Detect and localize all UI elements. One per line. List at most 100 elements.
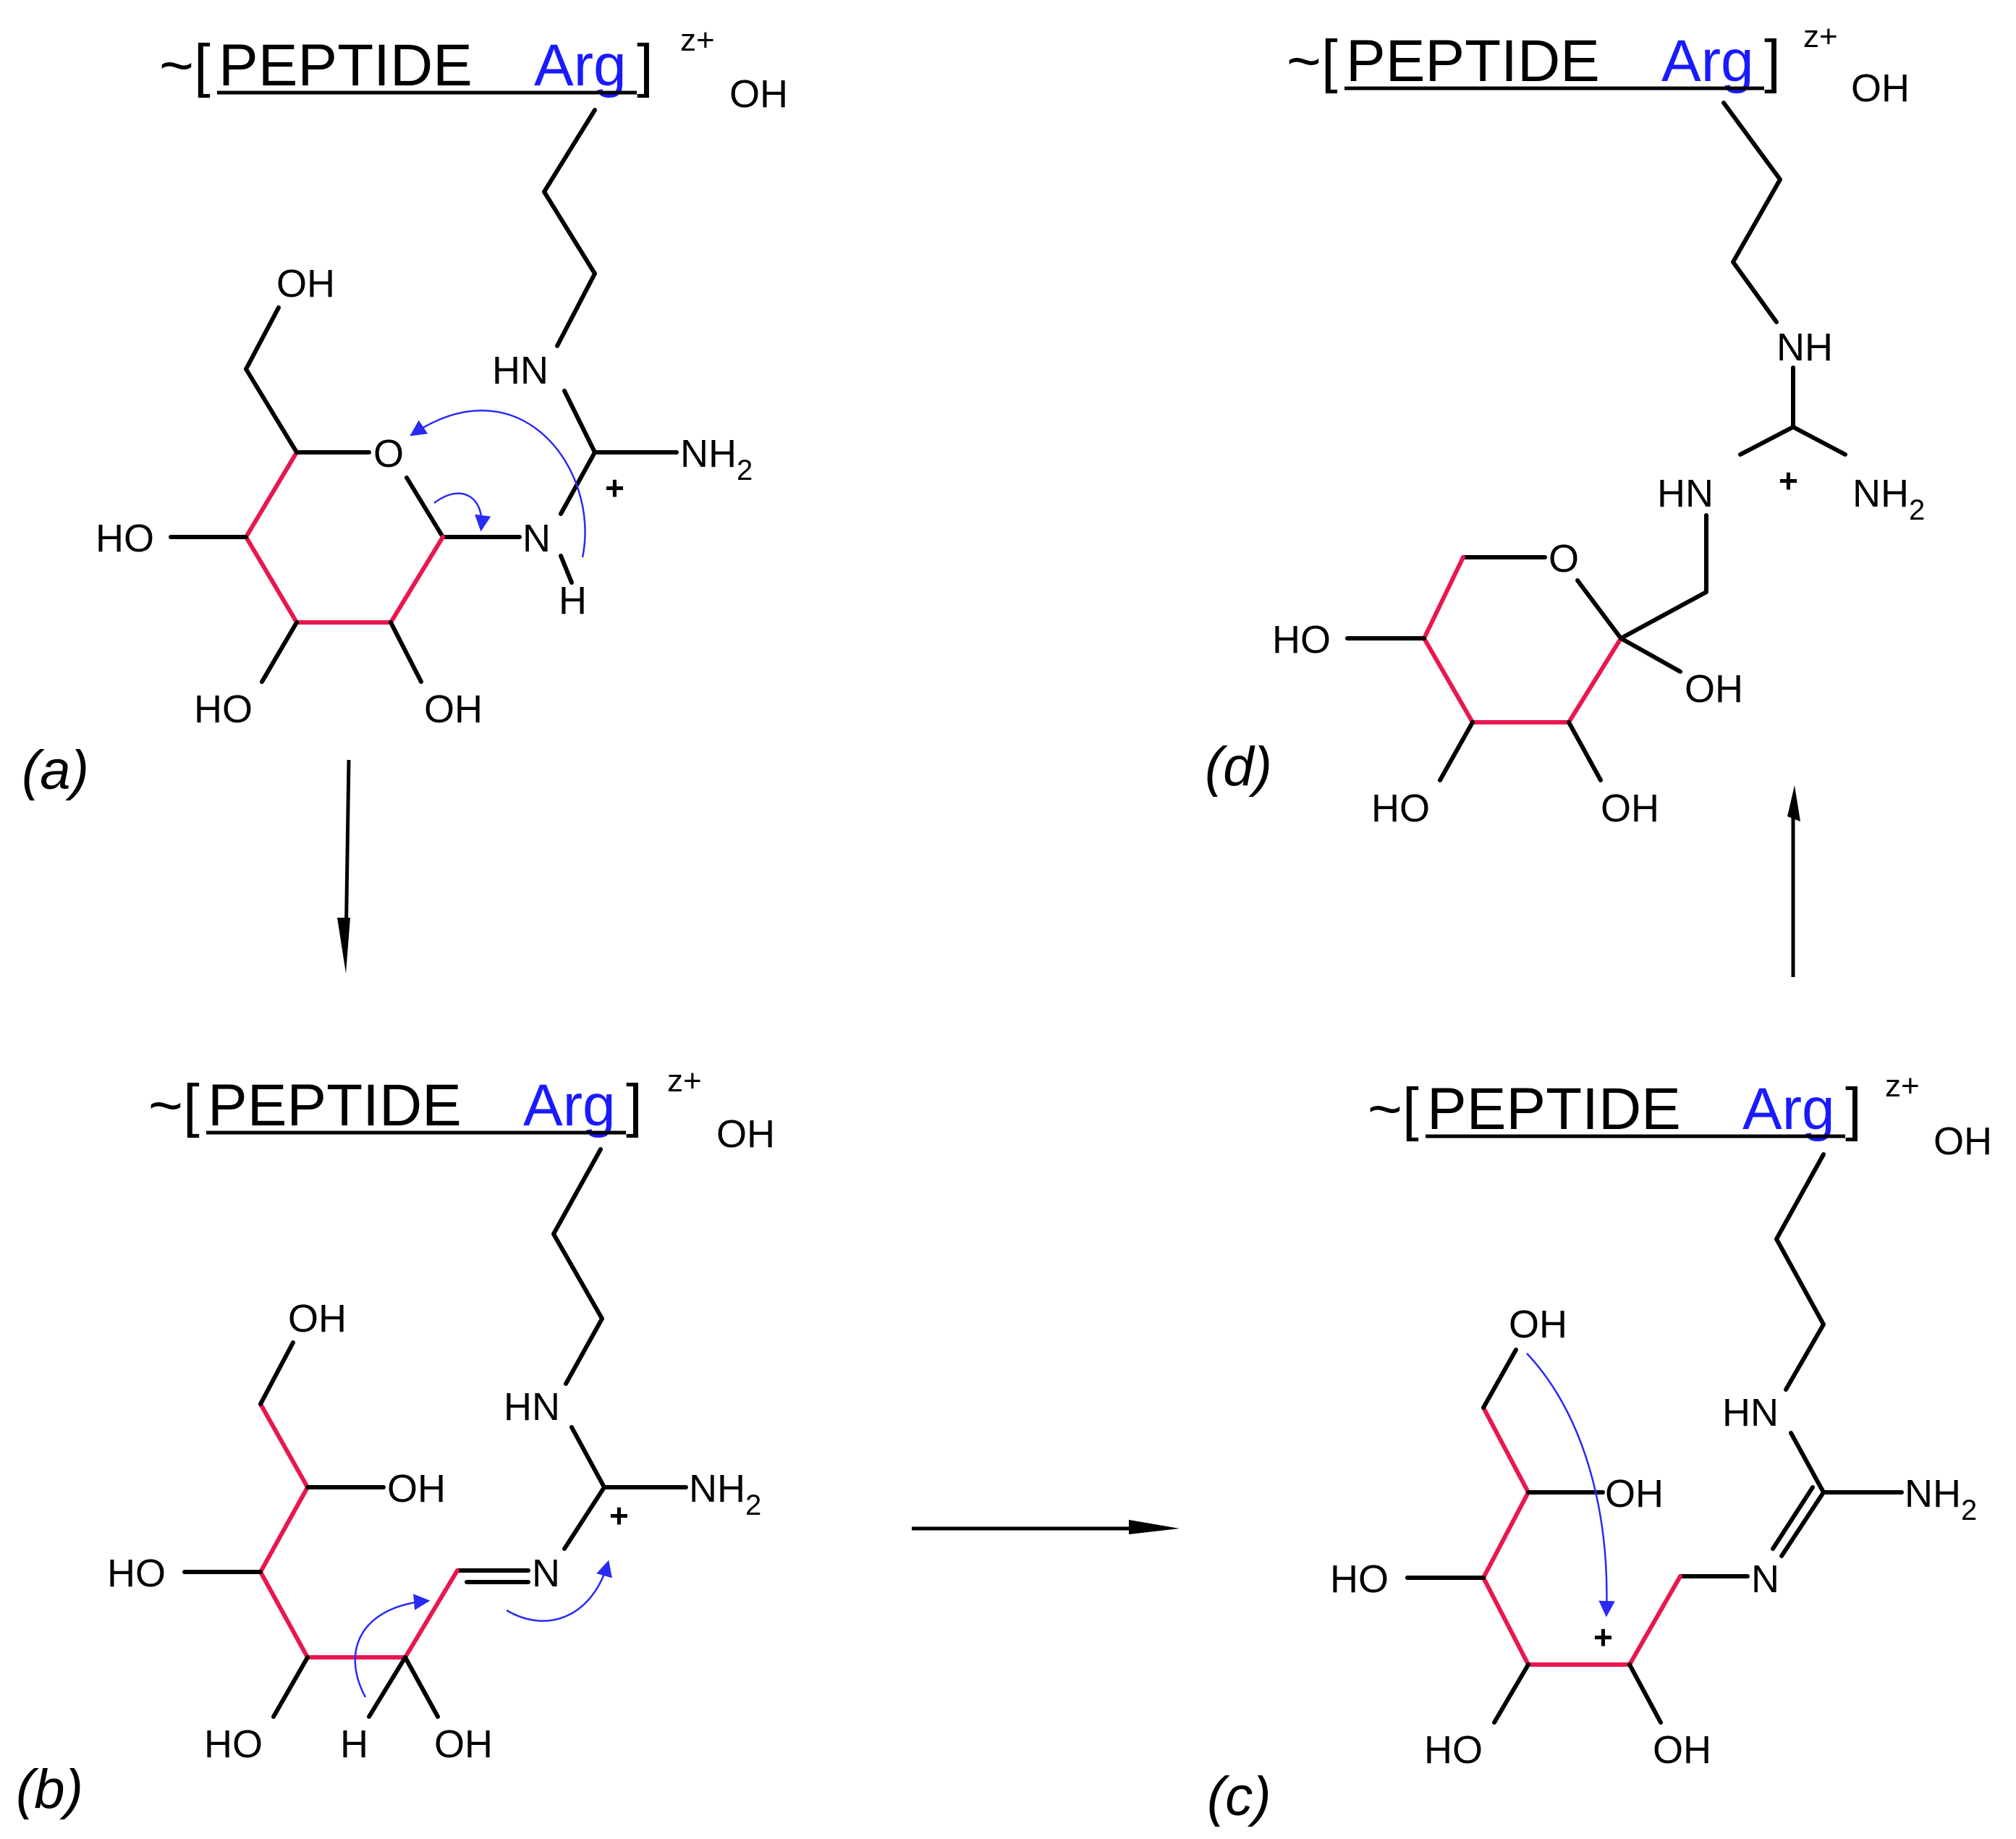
atom-hn: HN [1657, 472, 1714, 515]
arrow-b-to-c-head [1129, 1520, 1179, 1534]
c2-oh-bond [389, 620, 423, 684]
peptide-charge: z+ [667, 1063, 702, 1099]
peptide-header-a: ~ [ PEPTIDE Arg ] z+ OH [159, 22, 788, 116]
ring-o-c1 [405, 475, 445, 539]
open-chain-backbone [258, 1402, 459, 1660]
peptide-tilde: ~ [1368, 1076, 1402, 1142]
peptide-close-bracket: ] [637, 33, 653, 98]
peptide-open-bracket: [ [183, 1073, 200, 1138]
atom-n: N [522, 517, 551, 560]
atom-ho-c4: HO [1371, 787, 1430, 830]
atom-ho-c3: HO [204, 1722, 263, 1766]
peptide-tilde: ~ [148, 1073, 183, 1138]
peptide-close-bracket: ] [1845, 1076, 1862, 1142]
label-b: (b) [16, 1759, 83, 1820]
c2-oh-bond [1619, 636, 1682, 674]
guanidine-plus: + [1779, 462, 1798, 499]
atom-ho-c4: HO [1330, 1557, 1389, 1601]
atom-oh-c6: OH [288, 1297, 347, 1340]
peptide-close-bracket: ] [626, 1073, 643, 1138]
ring-carbon-backbone [1422, 555, 1623, 724]
ch2-oh-bond [1481, 1348, 1518, 1410]
arg-side-chain [1774, 1152, 1826, 1392]
ring-carbon-backbone [244, 450, 445, 625]
peptide-word: PEPTIDE [1346, 28, 1600, 94]
guanidine-plus: + [609, 1497, 629, 1534]
c5-ch2-bond [244, 367, 299, 455]
atom-oh-c5: OH [1605, 1472, 1664, 1515]
arrow-a-to-b [344, 759, 351, 949]
atom-h: H [340, 1722, 368, 1766]
peptide-header-c: ~ [ PEPTIDE Arg ] z+ OH [1368, 1068, 1992, 1163]
imine-double-bond-2 [1771, 1485, 1815, 1551]
label-c: (c) [1207, 1766, 1271, 1827]
atom-nh2: NH2 [689, 1467, 761, 1521]
atom-nh2: NH2 [1852, 472, 1925, 526]
c3-oh-bond [1567, 720, 1603, 782]
arg-side-chain [551, 1147, 604, 1386]
atom-ho-c3: HO [194, 688, 253, 731]
peptide-charge: z+ [1803, 19, 1838, 54]
arg-side-chain [1721, 101, 1782, 324]
peptide-open-bracket: [ [194, 33, 211, 98]
c3-oh-bond [1492, 1662, 1530, 1725]
atom-h: H [559, 579, 587, 622]
arg-word: Arg [1742, 1076, 1835, 1142]
atom-n: N [532, 1552, 560, 1595]
peptide-close-bracket: ] [1764, 28, 1781, 94]
c3-oh-bond [260, 620, 299, 684]
guanidine-bonds [1738, 425, 1847, 457]
electron-arrow-a1 [410, 410, 586, 558]
atom-oh-c2: OH [434, 1722, 493, 1766]
peptide-word: PEPTIDE [1427, 1076, 1681, 1142]
atom-oh-c2: OH [1653, 1728, 1711, 1772]
c3-oh-bond [271, 1655, 310, 1719]
guanidine-bonds [562, 389, 679, 455]
peptide-tilde: ~ [1287, 28, 1321, 94]
atom-hn: HN [1722, 1391, 1779, 1434]
label-d: (d) [1205, 736, 1272, 798]
c2-h-bond [367, 1655, 407, 1719]
peptide-tilde: ~ [159, 33, 194, 98]
ring-o-c2 [1575, 578, 1623, 641]
electron-arrow-a2 [433, 492, 491, 532]
guanidine-n-bond [559, 450, 597, 516]
atom-hn: HN [492, 349, 549, 392]
guanidine-bonds [569, 1425, 688, 1489]
arrow-c-to-d-head [1787, 785, 1800, 821]
atom-oh-c6: OH [1509, 1303, 1567, 1346]
atom-ho-c4: HO [96, 517, 154, 560]
guanidine-bonds [1789, 1431, 1904, 1495]
atom-oh-c2: OH [1685, 667, 1743, 711]
peptide-open-bracket: [ [1321, 28, 1338, 94]
guanidine-plus: + [605, 469, 624, 507]
electron-arrow-b2 [506, 1560, 612, 1622]
ring-oxygen: O [1549, 537, 1579, 580]
atom-ho-c3: HO [1424, 1728, 1483, 1772]
atom-oh-c6: OH [276, 262, 335, 305]
arg-side-chain [542, 108, 597, 348]
peptide-charge: z+ [680, 22, 715, 58]
peptide-terminal-oh: OH [729, 72, 788, 116]
atom-oh-c5: OH [387, 1467, 446, 1510]
peptide-word: PEPTIDE [219, 33, 473, 98]
atom-ho-c4: HO [107, 1552, 166, 1595]
atom-oh-c2: OH [424, 688, 483, 731]
n-ch2-c2-bond [1619, 513, 1708, 641]
ring-oxygen: O [373, 432, 404, 475]
guanidine-n-bond [562, 1485, 606, 1551]
structure-d: ~ [ PEPTIDE Arg ] z+ OH NH NH2 + HN O HO… [1205, 19, 1925, 830]
peptide-terminal-oh: OH [1851, 67, 1910, 110]
c4-oh-bond [1438, 720, 1475, 782]
arg-word: Arg [1661, 28, 1754, 94]
atom-ho-c5: HO [1272, 618, 1331, 661]
atom-nh2: NH2 [1905, 1472, 1977, 1526]
ch2-oh-bond [244, 305, 281, 371]
reaction-arrows [337, 759, 1800, 1534]
peptide-open-bracket: [ [1402, 1076, 1419, 1142]
atom-nh2: NH2 [680, 432, 753, 486]
atom-hn: HN [504, 1385, 560, 1429]
peptide-header-d: ~ [ PEPTIDE Arg ] z+ OH [1287, 19, 1910, 110]
peptide-word: PEPTIDE [208, 1073, 462, 1138]
